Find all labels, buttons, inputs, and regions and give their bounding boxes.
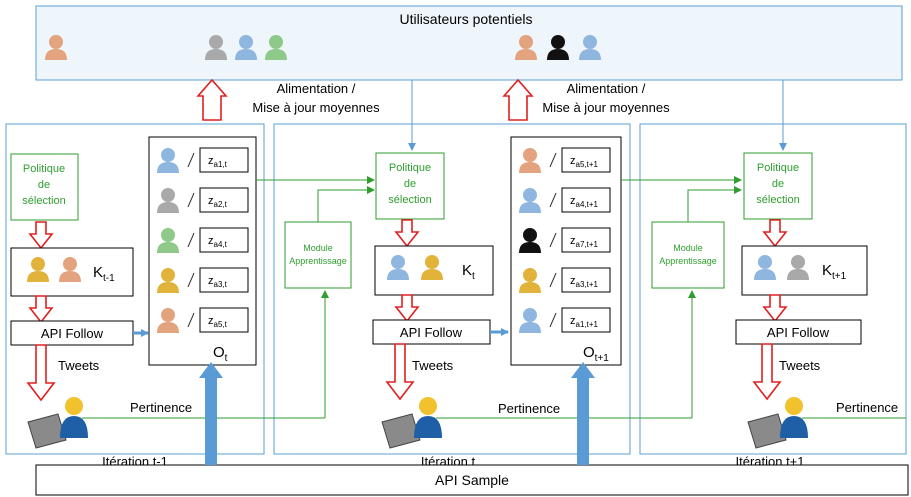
slash-divider bbox=[187, 272, 195, 288]
policy-box bbox=[10, 153, 79, 221]
score-box bbox=[561, 227, 611, 253]
slash-divider bbox=[187, 152, 195, 168]
score-label: za4,t+1 bbox=[570, 195, 599, 209]
module-label: Apprentissage bbox=[289, 256, 347, 266]
score-label: za5,t bbox=[208, 315, 228, 329]
laptop-user-icon bbox=[747, 397, 808, 449]
score-label: za5,t+1 bbox=[570, 155, 599, 169]
slash-divider bbox=[549, 152, 557, 168]
potential-users-title: Utilisateurs potentiels bbox=[399, 11, 532, 27]
tweets-label: Tweets bbox=[779, 358, 821, 373]
api-sample-label: API Sample bbox=[435, 472, 509, 488]
score-label: za1,t bbox=[208, 155, 228, 169]
score-box bbox=[199, 187, 249, 213]
k-label: Kt-1 bbox=[93, 264, 115, 284]
laptop-user-icon bbox=[381, 397, 442, 449]
feed-label-line2: Mise à jour moyennes bbox=[542, 100, 670, 115]
potential-users-box bbox=[35, 5, 903, 81]
policy-label: Politique bbox=[23, 163, 65, 175]
module-to-policy-arrow bbox=[317, 186, 375, 222]
api-sample-box bbox=[35, 464, 909, 496]
laptop-user-icon bbox=[27, 397, 88, 449]
score-box bbox=[199, 227, 249, 253]
score-box bbox=[561, 147, 611, 173]
policy-label: de bbox=[38, 179, 50, 191]
policy-label: sélection bbox=[22, 195, 65, 207]
score-label: za1,t+1 bbox=[570, 315, 599, 329]
policy-label: sélection bbox=[388, 194, 431, 206]
red-down-arrow bbox=[395, 294, 419, 322]
pertinence-label: Pertinence bbox=[498, 401, 560, 416]
pertinence-label: Pertinence bbox=[836, 400, 898, 415]
red-down-arrow bbox=[763, 219, 787, 247]
red-down-arrow bbox=[29, 221, 53, 249]
slash-divider bbox=[187, 192, 195, 208]
api-follow-label: API Follow bbox=[767, 325, 830, 340]
tweets-label: Tweets bbox=[58, 358, 100, 373]
score-box bbox=[199, 147, 249, 173]
tweets-arrow bbox=[26, 344, 56, 402]
score-box bbox=[199, 307, 249, 333]
sample-up-arrow bbox=[571, 362, 595, 465]
policy-label: sélection bbox=[756, 194, 799, 206]
policy-label: de bbox=[772, 178, 784, 190]
score-box bbox=[561, 187, 611, 213]
module-label: Module bbox=[673, 243, 703, 253]
api-follow-box bbox=[372, 319, 491, 345]
iteration-panel-next bbox=[639, 123, 907, 455]
slash-divider bbox=[549, 192, 557, 208]
score-label: za4,t bbox=[208, 235, 228, 249]
policy-label: Politique bbox=[757, 162, 799, 174]
k-label: Kt+1 bbox=[822, 262, 847, 282]
module-to-policy-arrow bbox=[687, 186, 742, 222]
o-label: Ot+1 bbox=[583, 344, 609, 364]
slash-divider bbox=[187, 312, 195, 328]
api-follow-box bbox=[735, 319, 862, 345]
pertinence-label: Pertinence bbox=[130, 400, 192, 415]
slash-divider bbox=[549, 272, 557, 288]
score-label: za2,t bbox=[208, 195, 228, 209]
policy-box bbox=[375, 152, 445, 220]
o-label: Ot bbox=[213, 344, 228, 364]
policy-label: de bbox=[404, 178, 416, 190]
slash-divider bbox=[549, 232, 557, 248]
feed-label-line1: Alimentation / bbox=[277, 81, 356, 96]
api-follow-label: API Follow bbox=[41, 326, 104, 341]
tweets-label: Tweets bbox=[412, 358, 454, 373]
slash-divider bbox=[187, 232, 195, 248]
score-label: za3,t bbox=[208, 275, 228, 289]
module-label: Module bbox=[303, 243, 333, 253]
iteration-panel-cur bbox=[273, 123, 631, 455]
sample-up-arrow bbox=[199, 362, 223, 465]
module-label: Apprentissage bbox=[659, 256, 717, 266]
red-down-arrow bbox=[29, 295, 53, 323]
feed-label-line2: Mise à jour moyennes bbox=[252, 100, 380, 115]
learning-module-box bbox=[651, 221, 725, 289]
tweets-arrow bbox=[385, 343, 415, 401]
tweets-arrow bbox=[752, 343, 782, 401]
iteration-panel-prev bbox=[5, 123, 265, 455]
score-box bbox=[561, 307, 611, 333]
feed-up-arrow bbox=[196, 78, 228, 121]
api-follow-label: API Follow bbox=[400, 325, 463, 340]
red-down-arrow bbox=[395, 219, 419, 247]
score-label: za3,t+1 bbox=[570, 275, 599, 289]
observation-list: za5,t+1 za4,t+1 za7,t+1 za3,t+1 za1,t+1 bbox=[519, 147, 611, 333]
policy-label: Politique bbox=[389, 162, 431, 174]
feed-label-line1: Alimentation / bbox=[567, 81, 646, 96]
score-box bbox=[561, 267, 611, 293]
score-box bbox=[199, 267, 249, 293]
policy-box bbox=[743, 152, 813, 220]
observation-list: za1,t za2,t za4,t za3,t za5,t bbox=[157, 147, 249, 333]
slash-divider bbox=[549, 312, 557, 328]
score-label: za7,t+1 bbox=[570, 235, 599, 249]
learning-module-box bbox=[284, 221, 352, 289]
k-label: Kt bbox=[462, 262, 475, 282]
red-down-arrow bbox=[763, 294, 787, 322]
feed-up-arrow bbox=[502, 78, 534, 121]
